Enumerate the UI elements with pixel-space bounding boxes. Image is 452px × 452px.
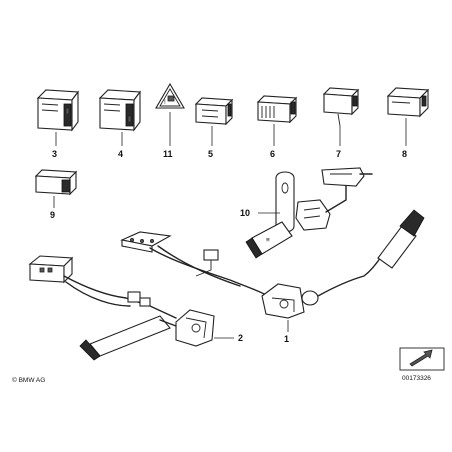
diagram-number: 00173326 <box>402 375 431 382</box>
harness-cable-left <box>63 275 177 319</box>
part-4-switch[interactable] <box>98 89 142 132</box>
part-10-cruise-lever[interactable]: ≡ <box>245 167 373 259</box>
callout-8: 8 <box>402 149 407 159</box>
part-5-switch[interactable] <box>194 97 234 126</box>
hazard-glyph: ! <box>164 99 166 106</box>
callout-7: 7 <box>336 149 341 159</box>
harness-cable-b <box>157 245 241 287</box>
inline-clip[interactable] <box>127 291 151 307</box>
callout-10: 10 <box>240 208 250 218</box>
copyright-text: © BMW AG <box>12 376 45 384</box>
callout-3: 3 <box>52 149 57 159</box>
lever-marking: ≡ <box>266 237 270 244</box>
small-relay[interactable] <box>195 249 219 277</box>
part-1-column-switch[interactable] <box>261 209 425 319</box>
part-2-stalk-switch[interactable] <box>79 309 215 361</box>
left-connector[interactable] <box>28 255 74 284</box>
callout-9: 9 <box>50 210 55 220</box>
diagram-reference-icon <box>399 347 445 371</box>
part-6-switch[interactable] <box>256 95 298 124</box>
part-11-hazard-label[interactable]: ! <box>155 82 185 109</box>
callout-1: 1 <box>284 334 289 344</box>
connector-strip[interactable] <box>120 231 172 253</box>
callout-5: 5 <box>208 149 213 159</box>
callout-2: 2 <box>238 333 243 343</box>
part-9-switch[interactable] <box>34 169 78 196</box>
harness-cable-a <box>149 247 269 297</box>
harness-cable-left-2 <box>65 281 131 307</box>
callout-4: 4 <box>118 149 123 159</box>
part-3-switch[interactable] <box>36 89 80 132</box>
part-7-module[interactable] <box>322 87 360 127</box>
callout-6: 6 <box>270 149 275 159</box>
callout-11: 11 <box>163 149 173 159</box>
part-8-module[interactable] <box>386 87 430 118</box>
